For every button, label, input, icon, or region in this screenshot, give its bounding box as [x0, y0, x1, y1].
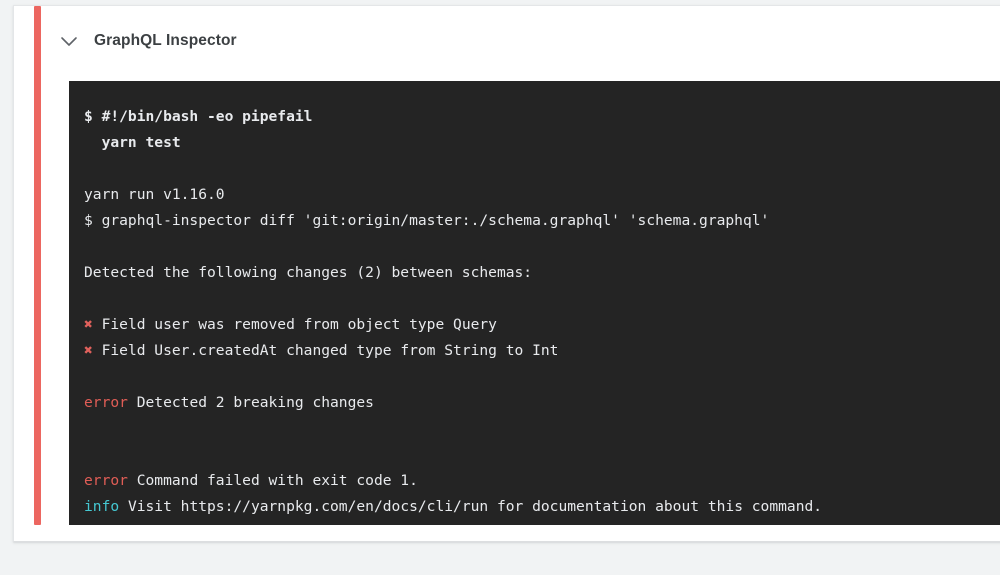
term-token-plain: Command failed with exit code 1. [127, 472, 418, 489]
terminal-output[interactable]: $ #!/bin/bash -eo pipefail yarn test yar… [69, 81, 1000, 525]
term-token-error: error [84, 472, 128, 489]
line-exited: Exited with code 1 [84, 520, 1000, 525]
chevron-down-icon[interactable] [56, 28, 82, 54]
page-title: GraphQL Inspector [94, 32, 237, 49]
term-token-plain: Detected 2 breaking changes [127, 394, 374, 411]
term-token-plain: Field user was removed from object type … [92, 316, 497, 333]
term-token-plain [84, 290, 93, 307]
term-token-plain: yarn test [84, 134, 181, 151]
status-accent-bar [34, 6, 41, 525]
term-token-plain [84, 446, 93, 463]
term-token-plain [84, 160, 93, 177]
term-token-info: info [84, 498, 120, 515]
line-error-breaking: error Detected 2 breaking changes [84, 390, 1000, 416]
build-step-card: GraphQL Inspector $ #!/bin/bash -eo pipe… [13, 5, 1000, 542]
line-blank-1 [84, 156, 1000, 182]
term-token-cross: ✖ [84, 316, 93, 333]
term-token-plain: yarn run v1.16.0 [84, 186, 225, 203]
term-token-plain [84, 420, 93, 437]
term-token-plain: Visit https://yarnpkg.com/en/docs/cli/ru… [119, 498, 823, 515]
term-token-plain [84, 368, 93, 385]
line-blank-4 [84, 364, 1000, 390]
term-token-error: error [84, 394, 128, 411]
term-token-plain: Detected the following changes (2) betwe… [84, 264, 533, 281]
line-diff-command: $ graphql-inspector diff 'git:origin/mas… [84, 208, 1000, 234]
term-token-plain: Field User.createdAt changed type from S… [92, 342, 559, 359]
line-blank-5 [84, 416, 1000, 442]
line-yarn-run: yarn run v1.16.0 [84, 182, 1000, 208]
line-error-exit: error Command failed with exit code 1. [84, 468, 1000, 494]
line-blank-3 [84, 286, 1000, 312]
line-shebang: $ #!/bin/bash -eo pipefail [84, 104, 1000, 130]
line-detected-changes: Detected the following changes (2) betwe… [84, 260, 1000, 286]
line-yarn-test: yarn test [84, 130, 1000, 156]
term-token-cross: ✖ [84, 342, 93, 359]
line-blank-2 [84, 234, 1000, 260]
line-blank-6 [84, 442, 1000, 468]
line-info-visit: info Visit https://yarnpkg.com/en/docs/c… [84, 494, 1000, 520]
card-header[interactable]: GraphQL Inspector [56, 22, 237, 60]
term-token-plain [84, 238, 93, 255]
term-token-plain: Exited with code 1 [84, 524, 242, 525]
term-token-plain: $ graphql-inspector diff 'git:origin/mas… [84, 212, 770, 229]
line-change-1: ✖ Field user was removed from object typ… [84, 312, 1000, 338]
line-change-2: ✖ Field User.createdAt changed type from… [84, 338, 1000, 364]
term-token-plain: $ #!/bin/bash -eo pipefail [84, 108, 313, 125]
